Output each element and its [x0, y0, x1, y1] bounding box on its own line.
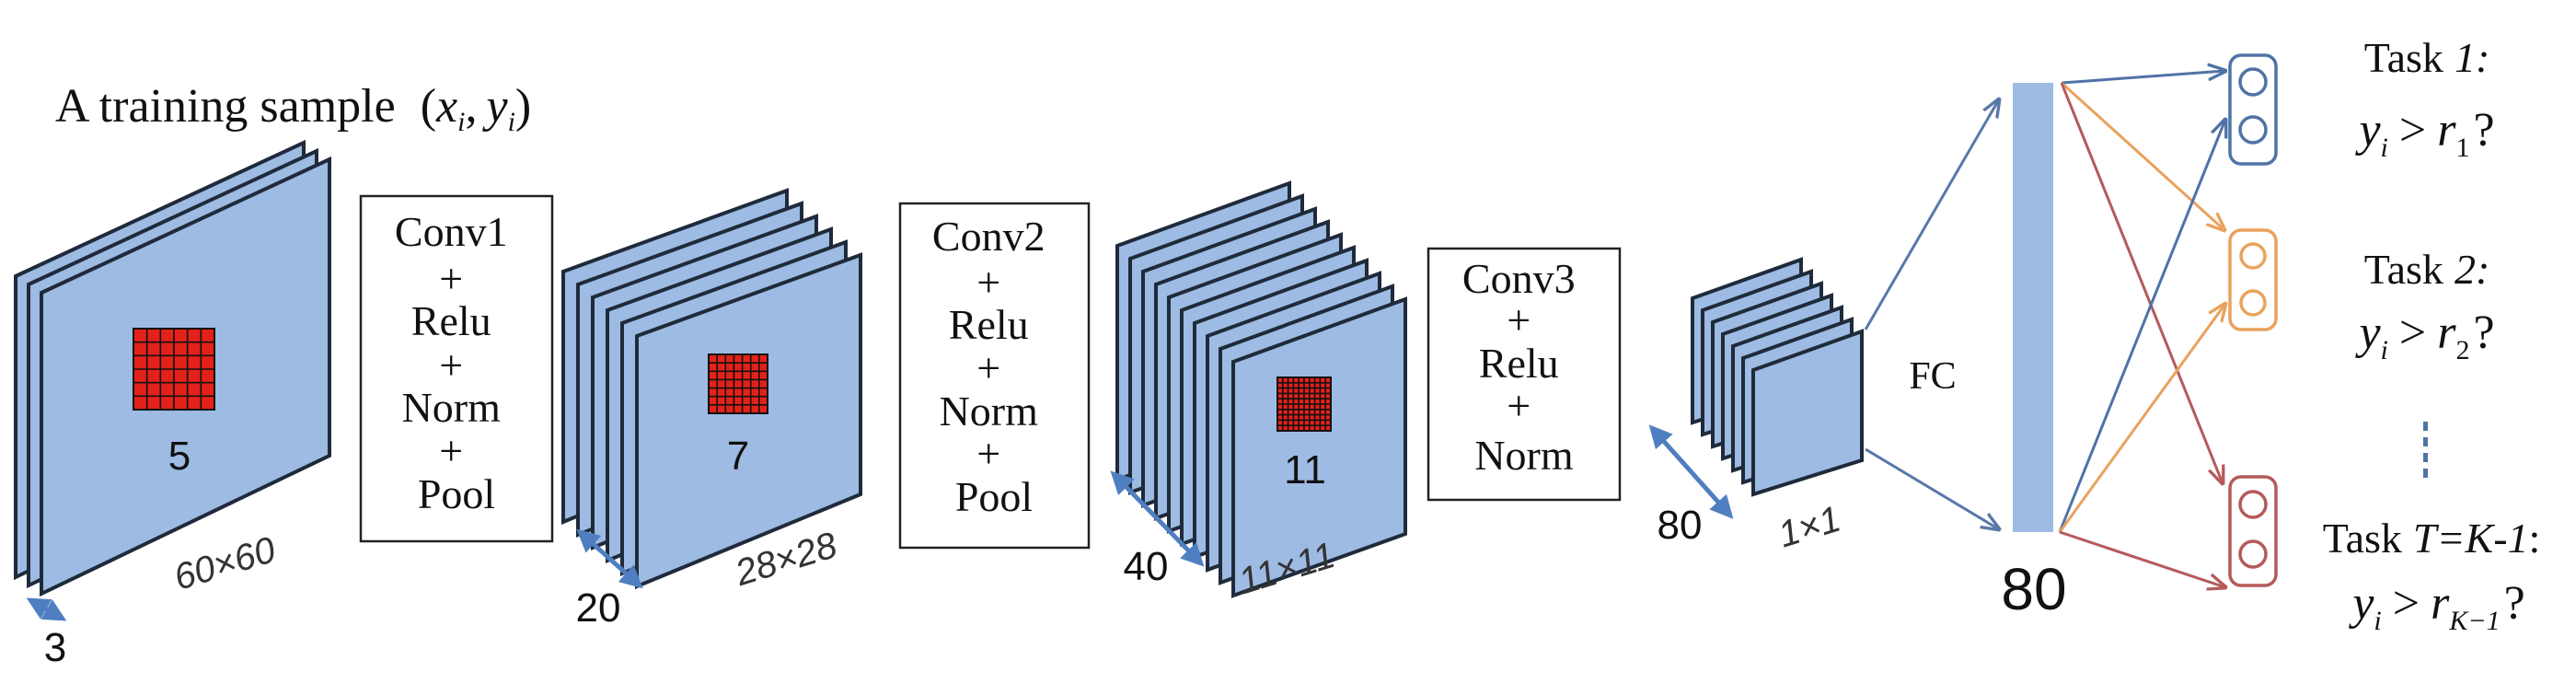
- fc-label: FC: [1909, 355, 1956, 398]
- conv1-depth-arrow: [576, 528, 643, 589]
- input-kernel-label: 5: [168, 434, 191, 479]
- op-box-conv1: Conv1 + Relu + Norm + Pool: [359, 194, 554, 543]
- input-size-label: 60×60: [169, 529, 280, 598]
- task-arrows: [2058, 71, 2225, 587]
- conv1-kernel-grid: [708, 353, 768, 414]
- conv1-kernel-label: 7: [727, 434, 749, 479]
- conv3-feature-map: [1751, 329, 1864, 497]
- conv3-layer-stack: [1691, 257, 1864, 497]
- vertical-ellipsis-icon: [2423, 422, 2428, 478]
- input-depth-arrow: [26, 597, 67, 621]
- svg-text:Conv1 + Relu: Conv1 + Relu + Norm + Pool: [395, 208, 518, 517]
- conv2-layer-stack: [1115, 180, 1407, 598]
- arrow-bottom-to-task1: [2058, 120, 2225, 533]
- output-node-icon: [2228, 228, 2278, 331]
- arrow-top-to-taskT: [2060, 82, 2223, 483]
- arrow-top-to-task2: [2060, 81, 2224, 230]
- conv2-kernel-grid: [1276, 376, 1332, 432]
- svg-text:Conv3 + Relu: Conv3 + Relu + Norm: [1462, 255, 1586, 479]
- fc-arrow-bottom: [1865, 447, 1999, 529]
- conv3-depth-arrow: [1648, 424, 1734, 519]
- conv2-kernel-label: 11: [1284, 447, 1326, 492]
- svg-text:yi>r2?: yi>r2?: [2354, 307, 2494, 365]
- input-depth-label: 3: [44, 625, 66, 670]
- fc-size-label: 80: [2001, 556, 2066, 622]
- svg-text:yi>rK−1?: yi>rK−1?: [2348, 577, 2524, 636]
- conv3-size-label: 1×1: [1773, 499, 1845, 556]
- conv2-feature-map: [1231, 296, 1407, 598]
- arrow-bottom-to-taskT: [2059, 530, 2225, 587]
- input-kernel-grid: [133, 328, 215, 411]
- arrow-top-to-task1: [2061, 71, 2225, 85]
- sample-title: A training sample (xi,yi): [55, 80, 531, 137]
- op-box-conv3: Conv3 + Relu + Norm: [1427, 247, 1622, 502]
- arrow-bottom-to-task2: [2058, 304, 2225, 533]
- output-node-icon: [2228, 475, 2278, 587]
- op-box-conv2: Conv2 + Relu + Norm + Pool: [898, 202, 1091, 550]
- conv3-depth-label: 80: [1658, 503, 1703, 548]
- input-layer-stack: [14, 139, 331, 597]
- conv2-depth-label: 40: [1124, 544, 1169, 589]
- conv1-feature-map: [635, 252, 862, 589]
- conv1-depth-label: 20: [576, 585, 621, 631]
- svg-text:yi>r1?: yi>r1?: [2354, 104, 2494, 163]
- svg-text:Conv2 + Relu: Conv2 + Relu + Norm + Pool: [932, 213, 1056, 520]
- conv2-depth-arrow: [1110, 470, 1205, 567]
- output-node-icon: [2228, 53, 2278, 166]
- fc-arrow-top: [1864, 99, 1999, 330]
- conv1-layer-stack: [561, 188, 862, 589]
- fc-bar: [2013, 83, 2053, 532]
